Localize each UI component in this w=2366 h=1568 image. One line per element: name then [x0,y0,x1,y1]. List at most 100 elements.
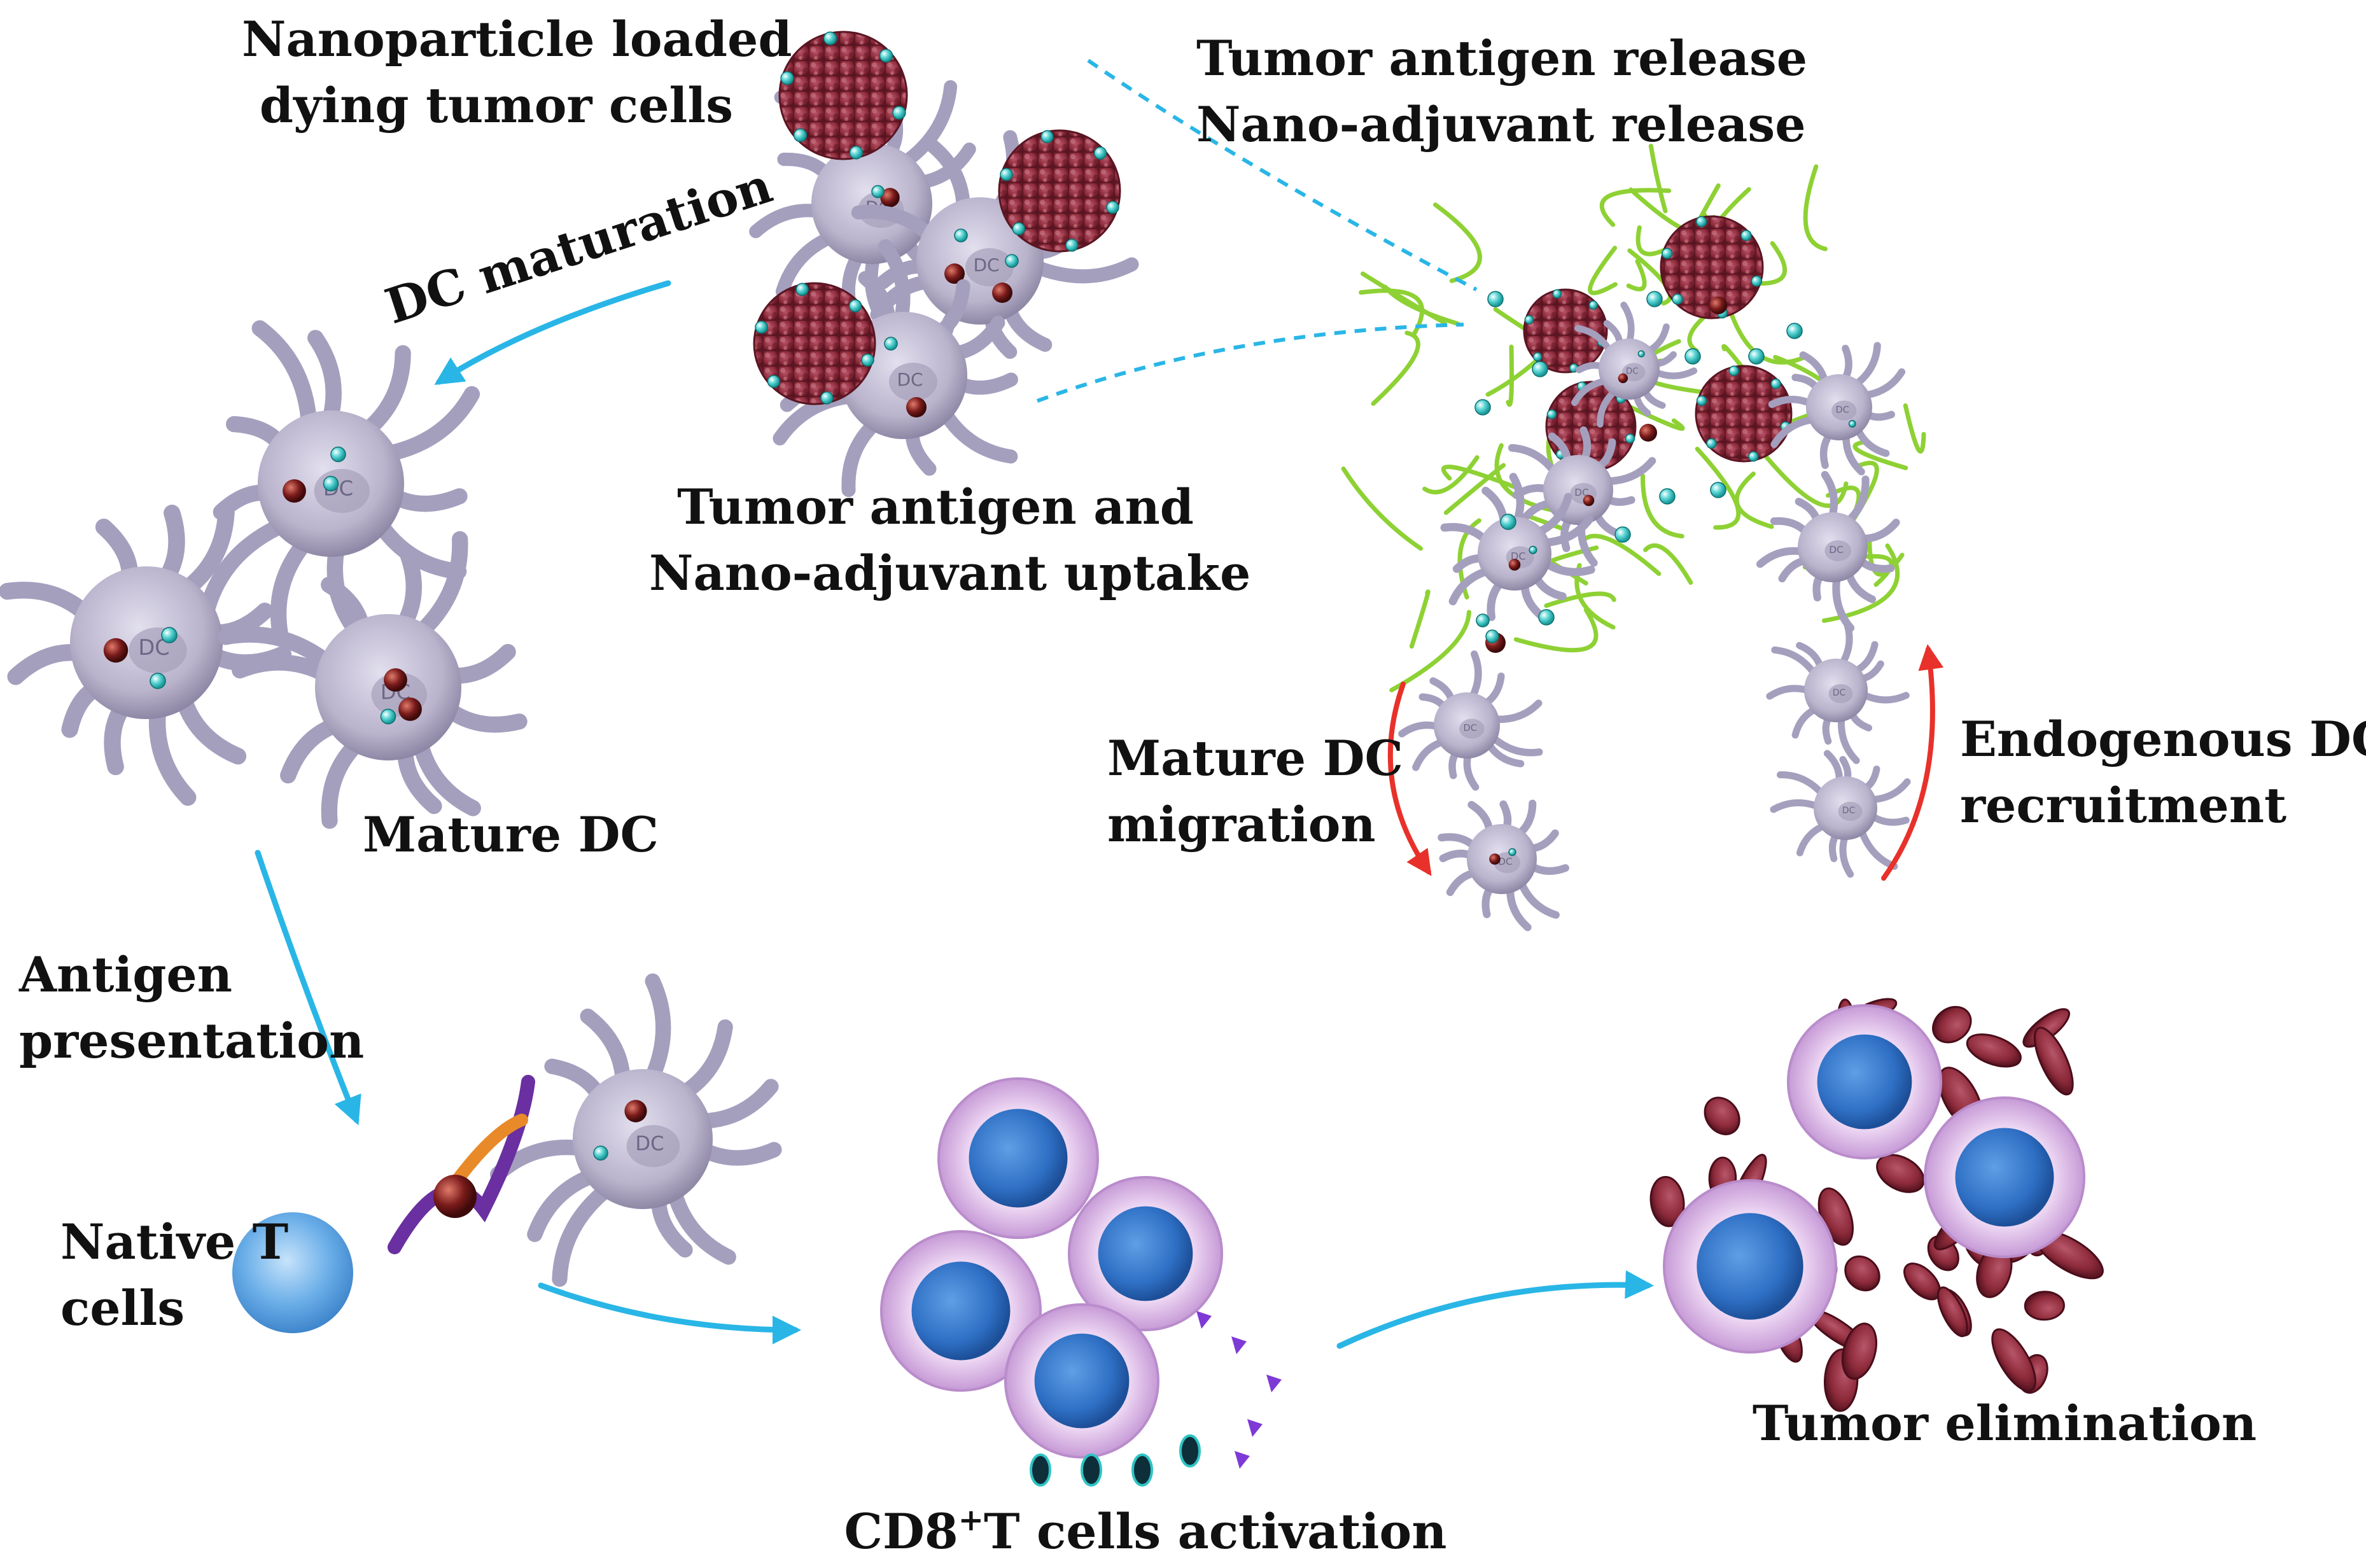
label-line: Nano-adjuvant release [1196,96,1806,153]
dc-nucleus [1494,852,1521,873]
nano-bead [1474,399,1491,416]
dc-nucleus [1831,400,1857,421]
hydrogel-fiber [1588,246,1618,295]
cd8-cell-1 [937,1077,1099,1239]
migration-beads [1476,613,1499,643]
tumor-fragment [1844,1255,1880,1292]
label-tumor-elimination: Tumor elimination [1718,1390,2291,1457]
nano-bead [1748,451,1759,462]
label-line: Antigen [19,946,232,1003]
hydrogel-fiber [1409,589,1431,649]
gel-dc-2: DC [1768,342,1906,476]
recruited-dc-2: DC [1770,750,1911,878]
cd8-cell-3 [880,1230,1042,1392]
release-dashed-line [1087,59,1478,291]
dc-text: DC [1498,856,1513,867]
label-line: Native T [60,1214,289,1270]
nano-bead [1000,167,1013,181]
cd8-text: CD8 [844,1503,958,1560]
dc-text: DC [635,1133,664,1156]
dc-text: DC [1842,806,1856,816]
cytokines [1030,1311,1282,1487]
tumor-body [1660,215,1764,319]
uptake-dashed-line [1036,323,1464,403]
nano-bead [892,106,906,120]
dc-text: DC [1829,544,1844,556]
label-line: Nano-adjuvant uptake [649,545,1251,601]
mature-dc-3: DC [218,531,528,829]
nano-bead [848,299,862,312]
nano-bead [1476,613,1490,627]
nano-bead [1588,300,1599,310]
cd8-nucleus [1817,1034,1912,1130]
tumor-cell-3 [753,282,876,405]
tumor-body [998,129,1121,253]
label-line: migration [1107,796,1376,853]
hydrogel-fiber [1513,607,1599,653]
migrating-dc-2: DC [1438,799,1569,932]
hydrogel-fiber [1580,533,1662,577]
adjuvant-bead [433,1175,477,1218]
granule [1030,1453,1051,1487]
nano-bead [767,375,781,388]
adjuvant-bead [103,638,129,663]
label-line: Tumor antigen release [1196,30,1808,87]
nano-bead [1848,420,1856,428]
cd8-cell-2 [1068,1176,1223,1331]
nano-bead [1485,629,1499,643]
adjuvant-bead [992,283,1012,303]
hydrogel-fiber [1383,284,1460,326]
tumor-body [1695,365,1793,463]
dc-text: DC [973,255,999,276]
immune-synapse [388,1075,535,1254]
tumor-fragment [1991,1328,2036,1392]
nano-bead [1710,482,1726,498]
nano-bead [1748,348,1765,365]
nano-bead [380,708,396,725]
hydrogel-fiber [1599,188,1672,227]
recruited-dc-1: DC [1766,618,1910,764]
elimination-arrow [1336,1270,1654,1349]
tumor-body [753,282,876,405]
nano-bead [1695,216,1707,227]
adjuvant-bead [906,397,927,417]
nano-bead [593,1145,608,1161]
nano-bead [161,627,178,643]
nano-bead [1770,378,1781,389]
nano-bead [1740,230,1752,241]
gel-beads [1474,291,1803,653]
label-uptake: Tumor antigen and Nano-adjuvant uptake [649,474,1251,606]
dc-nucleus [889,363,937,401]
nano-bead [1508,848,1516,857]
nano-bead [879,48,893,63]
adjuvant-bead [880,188,900,207]
label-line: Endogenous DC [1960,711,2366,767]
nano-bead [1646,291,1663,307]
nano-bead [1487,291,1504,307]
nano-bead [1005,254,1019,268]
nano-bead [150,673,166,689]
dc-nucleus [1824,540,1852,561]
hydrogel-fiber [1626,259,1647,291]
nano-bead [1546,409,1557,419]
label-endogenous-dc-recruitment: Endogenous DC recruitment [1960,706,2366,839]
hydrogel-fiber [1695,447,1741,530]
nano-bead [1751,276,1763,287]
nano-bead [1659,488,1676,505]
hydrogel-fiber [1821,543,1900,623]
nano-bead [820,391,834,405]
nano-bead [1706,438,1717,449]
cd8-nucleus [1098,1206,1193,1301]
hydrogel-fiber [1341,466,1424,551]
cd8-nucleus [1697,1213,1803,1320]
dc-text: DC [1464,722,1477,733]
label-native-t-cells: Native T cells [60,1209,288,1341]
nano-bead [1552,289,1562,298]
killer-t-cell-3 [1663,1179,1837,1354]
nano-bead [1786,323,1803,339]
tumor-cell-2 [998,129,1121,253]
label-mature-dc: Mature DC [363,802,659,868]
tumor-fragment [2024,1291,2065,1321]
adjuvant-bead [1709,297,1727,314]
